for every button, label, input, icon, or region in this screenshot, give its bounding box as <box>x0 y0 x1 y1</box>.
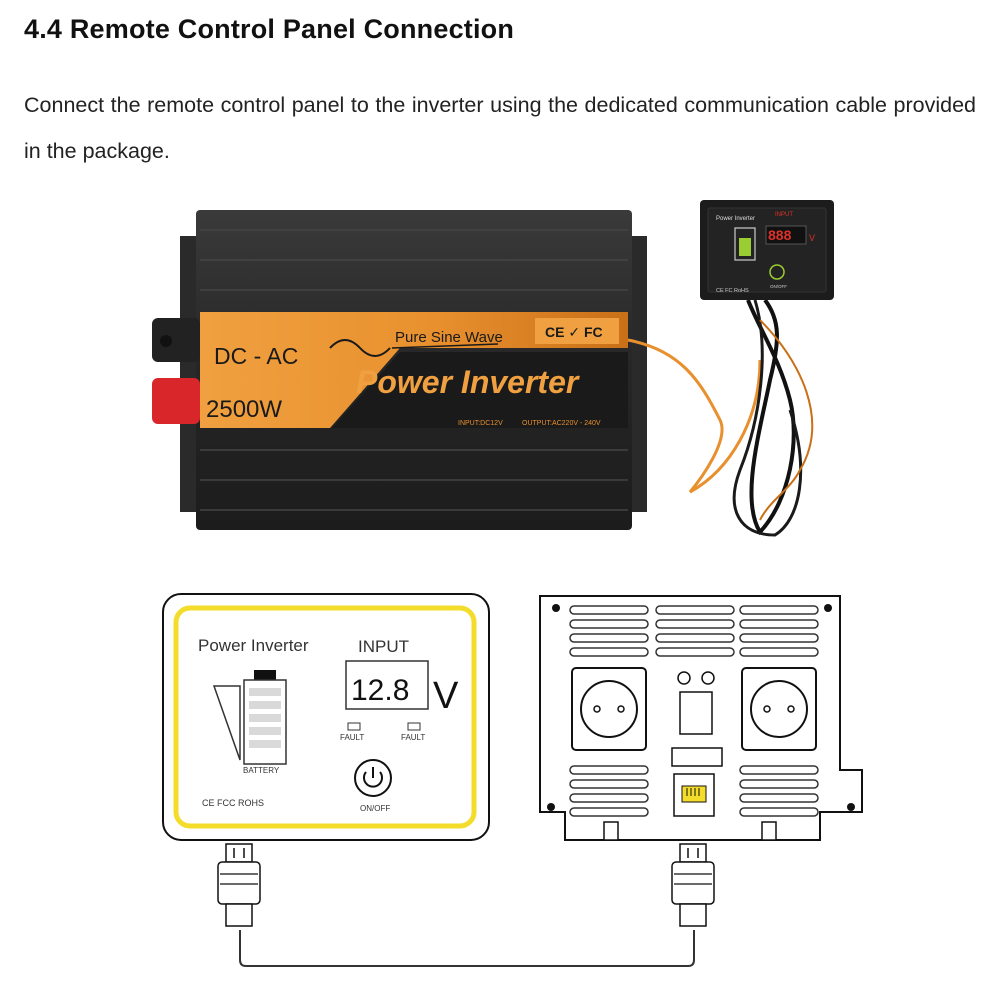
negative-terminal <box>152 318 200 362</box>
input-spec-label: INPUT:DC12V <box>458 420 503 427</box>
voltage-value: 12.8 <box>351 674 409 707</box>
sine-wave-icon <box>329 339 391 357</box>
inverter-rear-diagram <box>539 595 863 841</box>
remote-input-label: INPUT <box>775 212 793 218</box>
power-switch <box>679 691 713 735</box>
battery-icon <box>243 679 287 765</box>
fault-led-right <box>407 722 421 731</box>
rear-panel-outline <box>539 595 863 841</box>
panel-input-label: INPUT <box>358 637 409 656</box>
cable-line <box>239 930 695 967</box>
plug-right <box>671 843 715 927</box>
output-spec-label: OUTPUT:AC220V - 240V <box>522 420 601 427</box>
remote-battery-icon <box>734 227 756 261</box>
fault-led-left <box>347 722 361 731</box>
power-inverter-title: Power Inverter <box>356 364 580 400</box>
band-dark-panel <box>332 352 628 428</box>
inverter-photo: DC - AC Pure Sine Wave CE ✓ FC 2500W Pow… <box>152 210 647 530</box>
remote-photo: Power Inverter INPUT 888 V ON/OFF CE FC … <box>627 200 834 537</box>
label-plate <box>671 747 723 767</box>
power-icon <box>363 771 383 788</box>
section-heading: 4.4 Remote Control Panel Connection <box>24 14 515 44</box>
section-paragraph: Connect the remote control panel to the … <box>24 93 976 163</box>
rj-port <box>673 773 715 817</box>
panel-yellow-frame <box>173 605 477 829</box>
remote-power-icon <box>769 264 785 280</box>
voltage-display <box>345 660 429 710</box>
panel-diagram: Power Inverter INPUT BATTERY 12.8 V FAUL… <box>162 593 490 841</box>
voltage-unit: V <box>433 675 459 717</box>
fault-label-left: FAULT <box>340 733 364 742</box>
dc-ac-label: DC - AC <box>214 343 298 369</box>
positive-terminal <box>152 378 200 424</box>
remote-unit: V <box>809 233 815 243</box>
panel-cert-marks: CE FCC ROHS <box>202 798 264 808</box>
orange-band <box>200 312 628 428</box>
battery-level-triangle <box>212 685 241 761</box>
top-vents <box>569 605 819 657</box>
panel-title: Power Inverter <box>198 636 309 655</box>
socket-right <box>741 667 817 751</box>
remote-title: Power Inverter <box>716 216 755 222</box>
remote-cert-marks: CE FC RoHS <box>716 288 749 294</box>
remote-display: 888 <box>768 227 792 243</box>
remote-onoff-label: ON/OFF <box>770 284 787 289</box>
inverter-cert-marks: CE ✓ FC <box>545 324 603 340</box>
indicator-right <box>701 671 715 685</box>
wattage-label: 2500W <box>206 396 282 423</box>
indicator-left <box>677 671 691 685</box>
communication-cable <box>217 843 715 967</box>
battery-label: BATTERY <box>243 766 280 775</box>
plug-left <box>217 843 261 927</box>
onoff-label: ON/OFF <box>360 804 390 813</box>
fault-label-right: FAULT <box>401 733 425 742</box>
heat-fins <box>200 229 628 511</box>
pure-sine-wave-label: Pure Sine Wave <box>395 329 503 346</box>
bottom-vents <box>569 765 819 817</box>
orange-cable <box>627 338 762 494</box>
panel-outer <box>162 593 490 841</box>
socket-left <box>571 667 647 751</box>
